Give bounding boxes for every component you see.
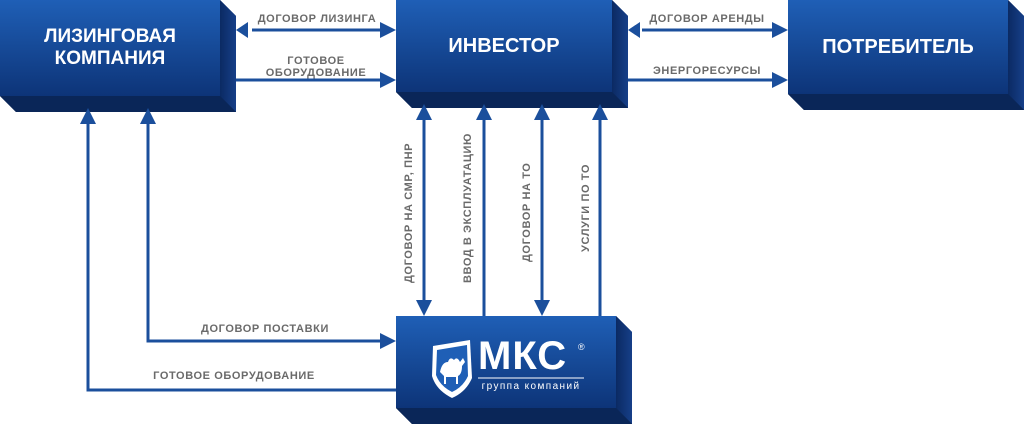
ready-equipment-top-label: ГОТОВОЕ ОБОРУДОВАНИЕ (265, 55, 367, 79)
to-contract-label: ДОГОВОР НА ТО (521, 162, 533, 262)
smr-contract-label: ДОГОВОР НА СМР, ПНР (403, 142, 415, 283)
arrow-down-to-contract (534, 300, 550, 316)
arrow-to-leasing-head (236, 22, 248, 38)
arrow-down-smr (416, 300, 432, 316)
box-consumer (788, 0, 1024, 110)
arrow-up-leasing-equipment (80, 108, 96, 124)
box-investor (396, 0, 628, 108)
arrow-up-to-contract (534, 104, 550, 120)
supply-contract-label: ДОГОВОР ПОСТАВКИ (201, 323, 329, 335)
arrow-to-investor-lease (628, 22, 640, 38)
ready-equipment-bottom-label: ГОТОВОЕ ОБОРУДОВАНИЕ (153, 370, 315, 382)
connectors (80, 22, 788, 392)
edge-supply-contract-line (146, 124, 382, 343)
mks-logo-text: МКС (478, 334, 568, 378)
leasing-company-label: ЛИЗИНГОВАЯ КОМПАНИЯ (44, 26, 176, 69)
camel-shield-icon (432, 340, 472, 398)
arrow-to-consumer-lease (772, 22, 788, 38)
arrow-up-leasing-supply (140, 108, 156, 124)
mks-subtitle: группа компаний (481, 381, 581, 392)
edge-ready-equipment-bottom-line (86, 124, 396, 392)
arrow-up-commissioning (476, 104, 492, 120)
box-leasing-company (0, 0, 236, 112)
arrow-up-smr (416, 104, 432, 120)
arrow-to-mks-supply (380, 333, 396, 349)
arrow-to-consumer-energy (772, 72, 788, 88)
arrow-to-investor-leasing (380, 22, 396, 38)
consumer-label: ПОТРЕБИТЕЛЬ (822, 36, 974, 58)
arrow-up-to-services (592, 104, 608, 120)
lease-contract-label: ДОГОВОР АРЕНДЫ (649, 13, 765, 25)
energy-label: ЭНЕРГОРЕСУРСЫ (653, 65, 761, 77)
arrow-to-investor-equipment (380, 72, 396, 88)
commissioning-label: ВВОД В ЭКСПЛУАТАЦИЮ (462, 133, 474, 283)
to-services-label: УСЛУГИ ПО ТО (580, 164, 592, 252)
mks-logo-registered-mark: ® (578, 342, 585, 352)
leasing-contract-label: ДОГОВОР ЛИЗИНГА (257, 13, 377, 25)
investor-label: ИНВЕСТОР (448, 35, 560, 57)
